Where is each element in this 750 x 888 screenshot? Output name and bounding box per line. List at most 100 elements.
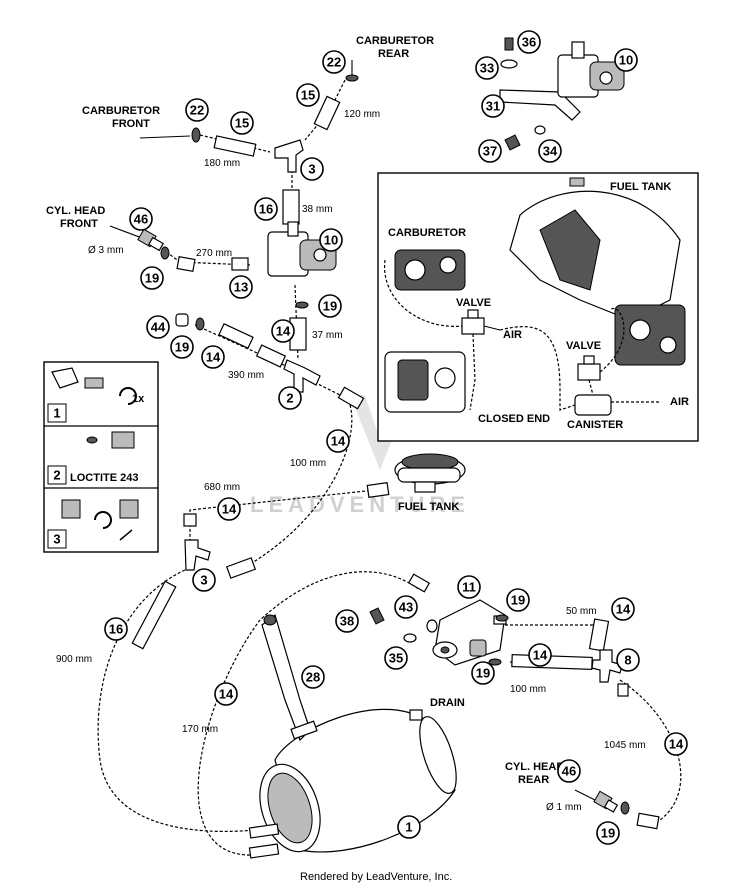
step-2-fitting [111, 431, 135, 449]
hose-14-50 [588, 618, 610, 652]
callout-number: 19 [323, 299, 337, 314]
inset-engine [384, 351, 466, 413]
clamp-19-d [495, 614, 509, 622]
dim-38: 38 mm [302, 204, 333, 215]
callout-number: 46 [134, 212, 148, 227]
inset-evap-diagram [377, 172, 699, 442]
callout-number: 36 [522, 35, 536, 50]
callout-number: 2 [286, 391, 293, 406]
callout-circle [394, 595, 418, 619]
strap-28 [261, 613, 318, 742]
callout-circle [201, 345, 225, 369]
text-labels: CARBURETOR REAR CARBURETOR FRONT CYL. HE… [46, 35, 564, 786]
dim-1045: 1045 mm [604, 740, 646, 751]
callout-44: 44 [146, 315, 170, 339]
clamp-19-a [160, 246, 170, 260]
callout-circle [596, 821, 620, 845]
callout-circle [326, 429, 350, 453]
grommet-35 [403, 633, 417, 643]
callout-circle [614, 48, 638, 72]
inset-labels: FUEL TANK CARBURETOR VALVE AIR VALVE AIR… [388, 181, 689, 431]
callout-number: 14 [533, 648, 548, 663]
callout-circle [335, 609, 359, 633]
callout-3: 3 [300, 157, 324, 181]
callout-circle [217, 497, 241, 521]
hose-16-short [282, 189, 300, 225]
callout-number: 8 [624, 653, 631, 668]
callout-number: 14 [206, 350, 221, 365]
callout-1: 1 [397, 815, 421, 839]
dim-120: 120 mm [344, 109, 380, 120]
callout-circle [278, 386, 302, 410]
callout-numbers: 2215221531610461913194419141421414316142… [104, 30, 688, 845]
dim-680: 680 mm [204, 482, 240, 493]
callout-31: 31 [481, 94, 505, 118]
footer-credit: Rendered by LeadVenture, Inc. [300, 871, 452, 883]
valve-bracket-assembly [499, 37, 625, 151]
callout-circle [300, 157, 324, 181]
inset-carburetor-label: CARBURETOR [388, 227, 466, 239]
callout-circle [478, 139, 502, 163]
callout-circle [384, 646, 408, 670]
callout-number: 35 [389, 651, 403, 666]
inset-carburetor-right [614, 304, 686, 366]
step-2-loctite: LOCTITE 243 [70, 472, 138, 484]
carb-front-label-1: CARBURETOR [82, 105, 160, 117]
step-3-fitting-b [119, 499, 139, 519]
cyl-head-front-label-1: CYL. HEAD [46, 205, 105, 217]
clamp-19-e [488, 658, 502, 666]
callout-14: 14 [326, 429, 350, 453]
step-1-rotate-icon [119, 387, 137, 405]
t-fitting-3-lower [184, 539, 211, 571]
inset-fuel-tank-label: FUEL TANK [610, 181, 671, 193]
watermark-text: LEADVENTURE [250, 492, 470, 517]
callout-33: 33 [475, 56, 499, 80]
callout-number: 34 [543, 144, 558, 159]
callout-19: 19 [471, 661, 495, 685]
callout-14: 14 [611, 597, 635, 621]
inset-tank-panel [539, 209, 601, 291]
callout-19: 19 [506, 588, 530, 612]
callout-circle [481, 94, 505, 118]
step-3-fitting-a [61, 499, 81, 519]
callout-circle [471, 661, 495, 685]
callout-number: 14 [331, 434, 346, 449]
callout-13: 13 [229, 275, 253, 299]
callout-circle [271, 319, 295, 343]
callout-circle [538, 139, 562, 163]
callout-28: 28 [301, 665, 325, 689]
callout-19: 19 [596, 821, 620, 845]
nipple-46-front [137, 228, 165, 252]
callout-14: 14 [217, 497, 241, 521]
callout-circle [611, 597, 635, 621]
callout-circle [254, 197, 278, 221]
callout-circle [664, 732, 688, 756]
hose-14-680-end [366, 481, 390, 499]
callout-number: 14 [669, 737, 684, 752]
nipple-46-rear [593, 790, 619, 813]
callout-10: 10 [614, 48, 638, 72]
callout-circle [322, 50, 346, 74]
callout-16: 16 [104, 617, 128, 641]
washer-43 [426, 619, 438, 633]
callout-circle [528, 643, 552, 667]
hose-14-to-tank [337, 386, 365, 410]
vacuum-valve-11 [407, 573, 507, 666]
callout-46: 46 [557, 759, 581, 783]
inset-valve-1-label: VALVE [456, 297, 491, 309]
callout-circle [475, 56, 499, 80]
callout-10: 10 [319, 228, 343, 252]
callout-number: 14 [222, 502, 237, 517]
callout-number: 19 [145, 271, 159, 286]
callout-number: 37 [483, 144, 497, 159]
dim-170: 170 mm [182, 724, 218, 735]
callout-16: 16 [254, 197, 278, 221]
step-2-number: 2 [53, 468, 60, 483]
callout-2: 2 [278, 386, 302, 410]
dim-900: 900 mm [56, 654, 92, 665]
callout-number: 46 [562, 764, 576, 779]
inset-air-1-label: AIR [503, 329, 522, 341]
cap-44 [175, 313, 189, 327]
inset-tank-cap [569, 177, 585, 187]
callout-number: 44 [151, 320, 166, 335]
